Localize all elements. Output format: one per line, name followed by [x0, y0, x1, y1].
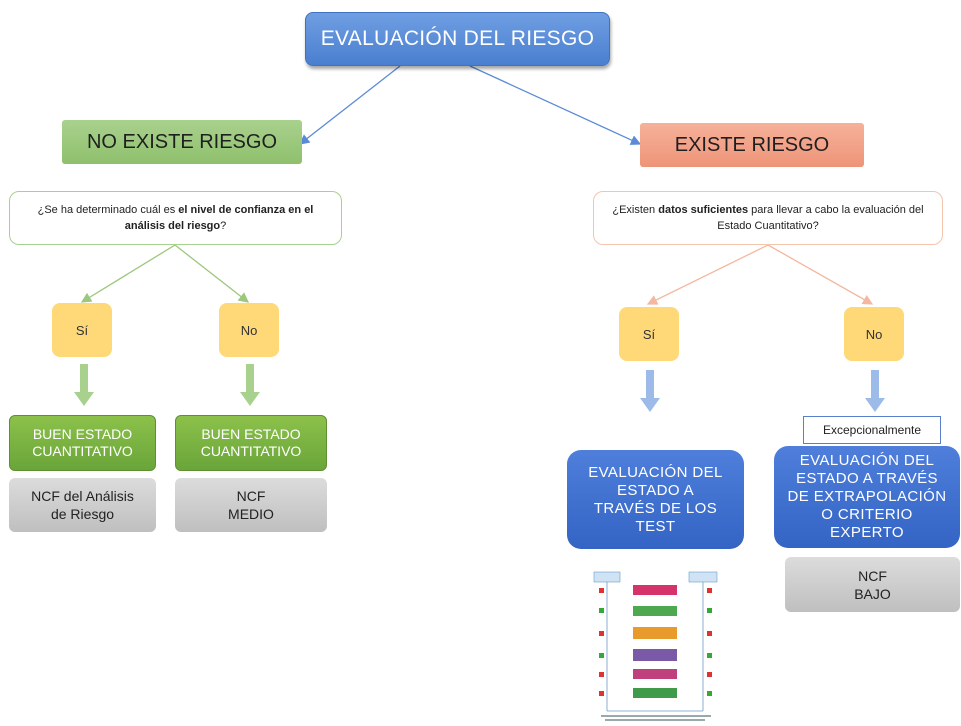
- evaluacion-test-node: EVALUACIÓN DEL ESTADO A TRAVÉS DE LOS TE…: [567, 450, 744, 549]
- blue-down-arrow-icon: [640, 370, 660, 412]
- ncf-analisis-riesgo: NCF del Análisis de Riesgo: [9, 478, 156, 532]
- question-text: ¿Se ha determinado cuál es: [37, 204, 179, 216]
- green-down-arrow-icon: [74, 364, 94, 406]
- left-yes-answer: Sí: [52, 303, 112, 357]
- existe-riesgo-node: EXISTE RIESGO: [640, 123, 864, 167]
- arrow-right-q-to-yes: [646, 244, 769, 305]
- arrow-root-to-no-risk: [298, 65, 401, 145]
- no-existe-riesgo-node: NO EXISTE RIESGO: [62, 120, 302, 164]
- question-text: ¿Existen: [612, 204, 659, 216]
- right-no-answer: No: [844, 307, 904, 361]
- left-no-answer: No: [219, 303, 279, 357]
- arrow-root-to-risk: [469, 65, 642, 145]
- arrow-right-q-to-no: [767, 244, 874, 305]
- left-no-good-status: BUEN ESTADO CUANTITATIVO: [175, 415, 327, 471]
- question-bold-text: datos suficientes: [658, 204, 749, 216]
- data-question-node: ¿Existen datos suficientes para llevar a…: [593, 191, 943, 245]
- test-flowchart-thumbnail: [593, 571, 718, 721]
- evaluacion-del-riesgo-node: EVALUACIÓN DEL RIESGO: [305, 12, 610, 66]
- arrow-left-q-to-no: [174, 244, 250, 303]
- green-down-arrow-icon: [240, 364, 260, 406]
- right-yes-answer: Sí: [619, 307, 679, 361]
- evaluacion-extrapolacion-node: EVALUACIÓN DEL ESTADO A TRAVÉS DE EXTRAP…: [774, 446, 960, 548]
- excepcionalmente-label: Excepcionalmente: [803, 416, 941, 444]
- blue-down-arrow-icon: [865, 370, 885, 412]
- question-bold-text: el nivel de confianza en el análisis del…: [124, 204, 314, 232]
- left-yes-good-status: BUEN ESTADO CUANTITATIVO: [9, 415, 156, 471]
- confidence-question-node: ¿Se ha determinado cuál es el nivel de c…: [9, 191, 342, 245]
- arrow-left-q-to-yes: [80, 244, 176, 303]
